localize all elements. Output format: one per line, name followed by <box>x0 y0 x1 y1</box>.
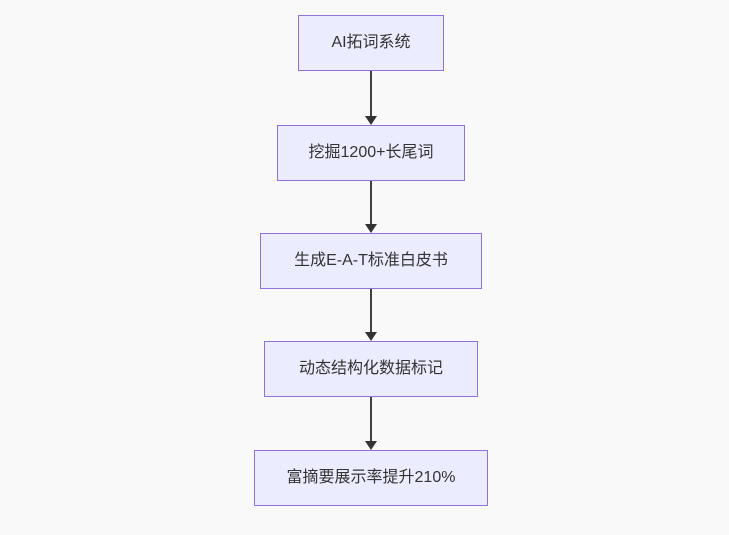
arrowhead-down-icon <box>365 332 377 341</box>
arrow-line <box>370 181 372 224</box>
flow-arrow-4 <box>365 397 377 450</box>
arrowhead-down-icon <box>365 224 377 233</box>
arrowhead-down-icon <box>365 116 377 125</box>
flow-arrow-3 <box>365 289 377 341</box>
flow-arrow-2 <box>365 181 377 233</box>
flow-node-structured-data-markup: 动态结构化数据标记 <box>264 341 478 397</box>
arrow-line <box>370 71 372 116</box>
flowchart: AI拓词系统 挖掘1200+长尾词 生成E-A-T标准白皮书 动态结构化数据标记… <box>254 15 488 506</box>
flow-node-rich-snippet-result: 富摘要展示率提升210% <box>254 450 488 506</box>
flow-node-ai-keyword-system: AI拓词系统 <box>298 15 444 71</box>
flow-node-eat-whitepaper: 生成E-A-T标准白皮书 <box>260 233 482 289</box>
arrowhead-down-icon <box>365 441 377 450</box>
arrow-line <box>370 397 372 441</box>
flow-arrow-1 <box>365 71 377 125</box>
arrow-line <box>370 289 372 332</box>
flow-node-longtail-mining: 挖掘1200+长尾词 <box>277 125 465 181</box>
